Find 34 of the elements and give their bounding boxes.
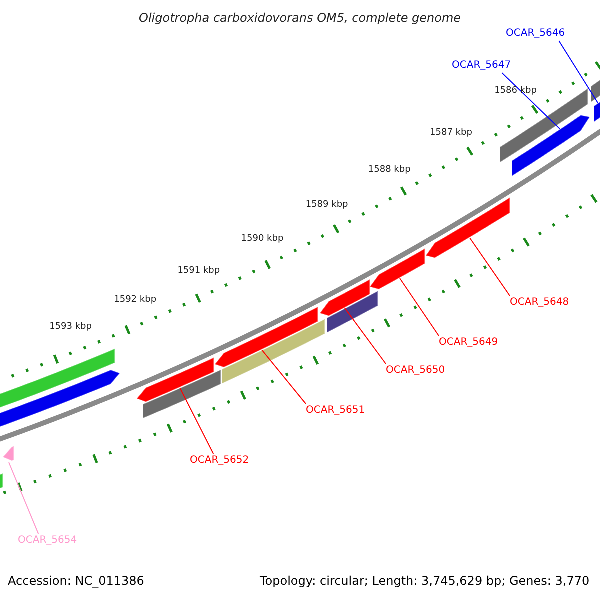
gene-feature — [319, 278, 370, 317]
gene-label: OCAR_5654 — [18, 535, 78, 547]
gene-label: OCAR_5647 — [452, 60, 512, 72]
gene-feature — [136, 357, 214, 403]
gene-feature — [369, 248, 426, 290]
gene-label: OCAR_5648 — [510, 297, 570, 309]
gene-feature — [2, 445, 14, 462]
gene-label: OCAR_5649 — [439, 337, 498, 349]
leader-line — [344, 308, 386, 364]
tick-label: 1589 kbp — [306, 199, 348, 212]
leader-line — [470, 238, 510, 296]
leader-line — [558, 40, 598, 104]
gene-label: OCAR_5652 — [190, 455, 250, 467]
leader-line — [262, 350, 306, 404]
leader-line — [502, 72, 560, 130]
leader-line — [8, 462, 40, 534]
tick-label: 1587 kbp — [430, 126, 472, 139]
tick-label: 1588 kbp — [368, 164, 411, 176]
gene-feature — [214, 306, 318, 368]
gene-feature — [425, 196, 510, 259]
tick-label: 1592 kbp — [114, 294, 157, 306]
tick-label: 1586 kbp — [494, 85, 537, 98]
gene-label: OCAR_5646 — [506, 28, 566, 40]
tick-label: 1593 kbp — [50, 321, 92, 334]
accession-text: Accession: NC_011386 — [8, 574, 144, 588]
leader-line — [400, 278, 440, 336]
topology-text: Topology: circular; Length: 3,745,629 bp; Genes: 3,770 — [260, 574, 590, 588]
gene-label: OCAR_5650 — [386, 365, 446, 377]
leader-line — [180, 387, 214, 454]
title: Oligotropha carboxidovorans OM5, complete genome — [139, 11, 462, 25]
gene-label: OCAR_5651 — [306, 405, 366, 417]
tick-label: 1591 kbp — [178, 264, 220, 277]
gene-feature — [512, 114, 591, 178]
tick-label: 1590 kbp — [241, 233, 284, 246]
